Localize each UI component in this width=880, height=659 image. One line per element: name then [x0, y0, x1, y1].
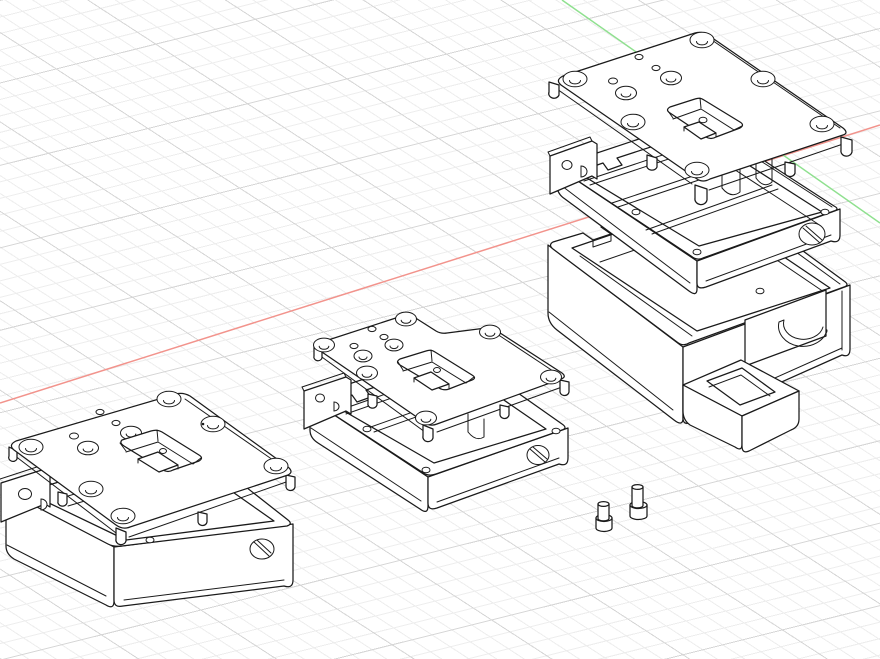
frame-wall-bore[interactable] [798, 222, 826, 246]
countersunk-hole[interactable] [540, 369, 562, 385]
tab-d-hole[interactable] [40, 498, 48, 511]
frame-connector-tab[interactable] [547, 136, 598, 195]
small-hole[interactable] [379, 333, 389, 341]
rim-screw-hole[interactable] [755, 287, 765, 295]
small-hole[interactable] [349, 342, 359, 350]
small-hole[interactable] [367, 325, 377, 333]
countersunk-hole[interactable] [78, 480, 104, 498]
bottom-boss-tube[interactable] [682, 359, 800, 453]
countersunk-hole[interactable] [200, 415, 226, 433]
assembly-exploded-lid-frame-base[interactable] [547, 31, 853, 453]
rim-screw-hole[interactable] [145, 536, 155, 544]
small-hole[interactable] [608, 77, 618, 85]
rim-screw-hole[interactable] [551, 427, 561, 435]
fastener-pin-tall[interactable] [629, 483, 648, 521]
countersunk-hole[interactable] [562, 70, 588, 88]
countersunk-hole[interactable] [356, 365, 378, 381]
assembly-closed-box-with-lid[interactable] [0, 390, 296, 608]
tab-d-hole[interactable] [333, 401, 340, 412]
countersunk-hole[interactable] [263, 457, 289, 475]
tab-d-hole[interactable] [580, 165, 588, 178]
pocket-hole[interactable] [159, 448, 167, 454]
rim-screw-hole[interactable] [692, 248, 702, 256]
countersunk-hole[interactable] [684, 161, 710, 179]
box-wall-bore[interactable] [249, 538, 275, 560]
counterbore-hole[interactable] [615, 85, 637, 101]
lid-center-pocket[interactable] [396, 349, 476, 391]
rim-screw-hole[interactable] [421, 466, 431, 474]
counterbore-hole[interactable] [77, 440, 99, 456]
small-hole[interactable] [651, 64, 661, 72]
countersunk-hole[interactable] [156, 390, 182, 408]
vertex-dot [201, 422, 205, 426]
countersunk-hole[interactable] [18, 438, 44, 456]
tab-round-hole[interactable] [561, 160, 573, 170]
counterbore-hole[interactable] [353, 349, 373, 363]
small-hole[interactable] [95, 408, 105, 416]
part-top-lid[interactable] [548, 31, 853, 206]
fastener-pin-short[interactable] [595, 500, 613, 533]
small-hole[interactable] [69, 432, 79, 440]
assembly-box-with-lid-raised[interactable] [301, 311, 570, 513]
countersunk-hole[interactable] [479, 324, 501, 340]
countersunk-hole[interactable] [110, 507, 136, 525]
counterbore-hole[interactable] [384, 338, 404, 352]
small-hole[interactable] [111, 419, 121, 427]
countersunk-hole[interactable] [415, 410, 437, 426]
rim-screw-hole[interactable] [820, 208, 830, 216]
countersunk-hole[interactable] [620, 113, 646, 131]
countersunk-hole[interactable] [313, 337, 335, 353]
tab-round-hole[interactable] [315, 393, 325, 403]
rim-screw-hole[interactable] [631, 208, 641, 216]
side-cutout-scallop[interactable] [744, 289, 843, 367]
lid-center-pocket[interactable] [666, 97, 744, 140]
lid-center-pocket[interactable] [119, 429, 203, 473]
part-lid[interactable] [8, 390, 296, 546]
box-wall-bore[interactable] [526, 445, 550, 465]
pocket-hole[interactable] [433, 367, 441, 373]
counterbore-hole[interactable] [660, 70, 682, 86]
box-connector-tab[interactable] [301, 372, 352, 430]
countersunk-hole[interactable] [395, 311, 417, 327]
part-lid[interactable] [313, 311, 570, 443]
pocket-hole[interactable] [698, 116, 708, 124]
small-hole[interactable] [634, 53, 644, 61]
countersunk-hole[interactable] [750, 70, 776, 88]
countersunk-hole[interactable] [809, 115, 835, 133]
countersunk-hole[interactable] [689, 31, 715, 49]
rim-screw-hole[interactable] [362, 425, 372, 433]
tab-round-hole[interactable] [18, 488, 32, 500]
